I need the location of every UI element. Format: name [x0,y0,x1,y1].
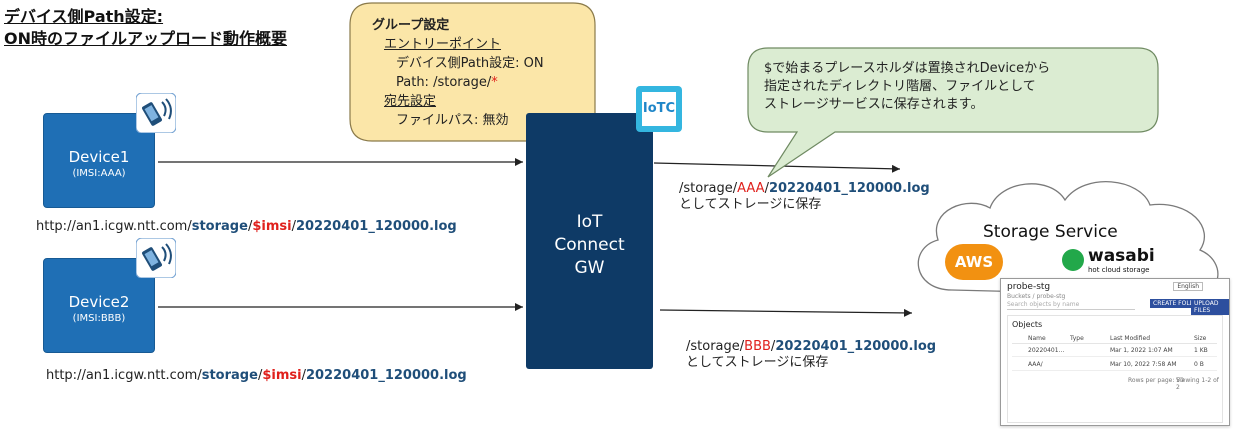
device-1-name: Device1 [68,148,130,166]
request-url-1: http://an1.icgw.ntt.com/storage/$imsi/20… [36,219,457,234]
entry-point-label: エントリーポイント [384,37,502,52]
dest-file: 20220401_120000.log [775,339,937,354]
console-viewing-range: Viewing 1-2 of 2 [1176,377,1219,391]
console-row-modified: Mar 1, 2022 1:07 AM [1110,347,1173,354]
console-col-modified: Last Modified [1110,335,1151,342]
callout-heading: グループ設定 [372,18,450,33]
console-rows-per-page: Rows per page: 50 [1128,377,1184,384]
console-objects-panel: Objects Name Type Last Modified Size 202… [1007,315,1223,423]
path-setting-value: デバイス側Path設定: ON [396,56,544,71]
destination-label: 宛先設定 [384,94,437,109]
path-value: Path: /storage/* [396,73,544,92]
console-create-folder-button: CREATE FOLDER [1150,299,1206,308]
file-path-value: ファイルパス: 無効 [396,113,509,128]
note-line-3: ストレージサービスに保存されます。 [764,97,984,112]
note-line-1: $で始まるプレースホルダは置換されDeviceから [764,61,1051,76]
note-line-2: 指定されたディレクトリ階層、ファイルとして [764,79,1036,94]
console-table-header: Name Type Last Modified Size [1012,335,1217,344]
note-callout-shape [747,47,1159,178]
dest-imsi: AAA [737,181,765,196]
console-row-size: 1 KB [1194,347,1208,354]
dest-file: 20220401_120000.log [768,181,930,196]
table-row: 20220401… Mar 1, 2022 1:07 AM 1 KB [1012,347,1217,357]
dest-imsi: BBB [744,339,771,354]
url-sep: / [301,368,306,383]
console-col-type: Type [1070,335,1084,342]
url-host: http://an1.icgw.ntt.com/ [46,368,202,383]
url-sep: / [257,368,263,383]
dest-suffix: としてストレージに保存 [679,197,822,212]
group-settings-callout: グループ設定 エントリーポイント デバイス側Path設定: ON Path: /… [372,16,544,130]
dest-sep: / [770,339,776,354]
console-breadcrumb: Buckets / probe-stg [1007,293,1066,300]
wasabi-tagline: hot cloud storage [1088,266,1150,274]
console-bucket-name: probe-stg [1007,282,1051,292]
dest-prefix: /storage/ [686,339,745,354]
placeholder-note: $で始まるプレースホルダは置換されDeviceから 指定されたディレクトリ階層、… [764,60,1050,114]
storage-console-screenshot: probe-stg English Buckets / probe-stg Se… [1000,278,1230,426]
url-host: http://an1.icgw.ntt.com/ [36,219,192,234]
path-wildcard: * [491,75,498,90]
gw-to-storage-arrow-2 [659,308,913,317]
title-line-1: デバイス側Path設定: [4,7,164,26]
url-imsi-placeholder: $imsi [252,219,292,234]
url-storage: storage [191,219,248,234]
device-2-imsi: (IMSI:BBB) [72,313,126,324]
table-row: AAA/ Mar 10, 2022 7:58 AM 0 B [1012,361,1217,371]
device-2-name: Device2 [68,293,130,311]
url-storage: storage [201,368,258,383]
url-file: 20220401_120000.log [305,368,467,383]
console-upload-button: UPLOAD FILES [1191,299,1229,315]
path-label: Path: /storage/ [396,75,492,90]
console-row-size: 0 B [1194,361,1204,368]
console-row-modified: Mar 10, 2022 7:58 AM [1110,361,1177,368]
iotc-badge: IoTC [636,86,682,132]
console-objects-heading: Objects [1012,320,1043,329]
storage-service-label: Storage Service [983,222,1118,242]
mobile-signal-icon [136,93,176,133]
url-sep: / [291,219,296,234]
mobile-signal-icon [136,238,176,278]
console-row-name: AAA/ [1028,361,1043,368]
destination-2: /storage/BBB/20220401_120000.log としてストレー… [686,339,936,371]
destination-1: /storage/AAA/20220401_120000.log としてストレー… [679,181,930,213]
gw-label-1: IoT [576,212,603,232]
console-col-name: Name [1028,335,1046,342]
iot-connect-gateway: IoT Connect GW [526,113,653,369]
gw-label-2: Connect [554,235,625,255]
dest-sep: / [764,181,769,196]
wasabi-logo: wasabi hot cloud storage [1062,246,1158,280]
console-search-input: Search objects by name [1007,301,1135,310]
diagram-title: デバイス側Path設定: ON時のファイルアップロード動作概要 [4,6,287,50]
iotc-badge-label: IoTC [642,92,676,126]
gw-label-3: GW [574,258,605,278]
console-col-size: Size [1194,335,1207,342]
wasabi-mark-icon [1062,249,1084,271]
console-row-name: 20220401… [1028,347,1065,354]
aws-logo: AWS [945,244,1003,280]
url-imsi-placeholder: $imsi [262,368,302,383]
request-url-2: http://an1.icgw.ntt.com/storage/$imsi/20… [46,368,467,383]
url-file: 20220401_120000.log [295,219,457,234]
console-language-select: English [1173,282,1203,291]
title-line-2: ON時のファイルアップロード動作概要 [4,29,287,48]
dest-suffix: としてストレージに保存 [686,355,829,370]
url-sep: / [247,219,253,234]
dest-prefix: /storage/ [679,181,738,196]
device-1-imsi: (IMSI:AAA) [72,168,126,179]
wasabi-name: wasabi [1088,246,1155,266]
